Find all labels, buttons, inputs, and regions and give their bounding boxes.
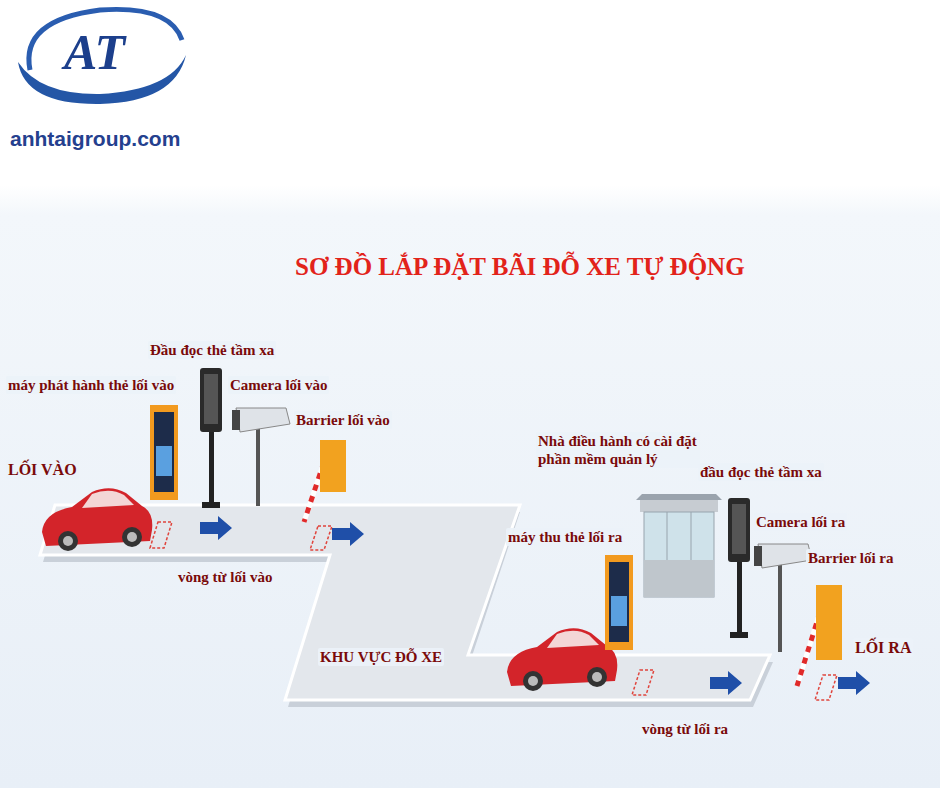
device-label: vòng từ lối ra <box>640 720 730 738</box>
barrier <box>797 585 842 686</box>
loop-detector <box>815 675 837 700</box>
barrier <box>304 440 346 522</box>
device-label: Camera lối ra <box>754 513 847 531</box>
device-label: đầu đọc thẻ tầm xa <box>698 463 824 481</box>
camera <box>754 544 812 652</box>
area-label: KHU VỰC ĐỖ XE <box>318 648 444 666</box>
device-label: Camera lối vào <box>228 376 329 394</box>
direction-arrow <box>332 522 364 546</box>
car <box>507 628 617 691</box>
card-reader <box>200 368 222 508</box>
device-label: Barrier lối ra <box>806 549 896 567</box>
device-label: Nhà điều hành có cài đặt phần mềm quản l… <box>536 432 700 468</box>
lane-label: LỐI RA <box>853 638 913 657</box>
lane-label: LỐI VÀO <box>6 460 79 479</box>
camera <box>232 408 290 506</box>
ticket-machine <box>150 405 178 500</box>
logo-letters: AT <box>62 22 127 82</box>
website-label: anhtaigroup.com <box>8 126 182 151</box>
device-label: Barrier lối vào <box>294 411 392 429</box>
loop-detector <box>150 522 172 548</box>
direction-arrow <box>200 516 232 540</box>
device-label: máy phát hành thẻ lối vào <box>6 376 176 394</box>
diagram-title: SƠ ĐỒ LẮP ĐẶT BÃI ĐỖ XE TỰ ĐỘNG <box>293 252 747 282</box>
card-reader <box>728 498 750 638</box>
device-label: máy thu thẻ lối ra <box>506 528 624 546</box>
direction-arrow <box>838 671 870 695</box>
device-label: vòng từ lối vào <box>176 568 274 586</box>
car <box>42 488 152 551</box>
ticket-machine <box>605 555 633 650</box>
direction-arrow <box>710 671 742 695</box>
guard-house <box>636 494 722 597</box>
loop-detector <box>632 670 654 695</box>
loop-detector <box>310 526 332 550</box>
device-label: Đầu đọc thẻ tầm xa <box>148 341 276 359</box>
